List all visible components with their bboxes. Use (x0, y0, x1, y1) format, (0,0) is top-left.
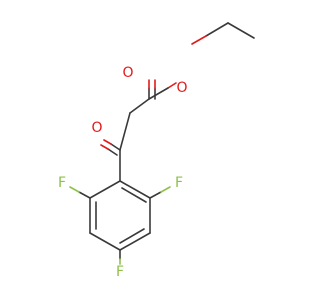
atom-o-carbonyl-ester: O (122, 65, 133, 81)
atom-o-ketone: O (91, 120, 102, 136)
bond-ring-6 (89, 180, 121, 199)
atom-f-bottom: F (116, 264, 124, 280)
atom-o-ester: O (176, 80, 187, 96)
bond-ring-1 (119, 180, 151, 199)
bond-ketone-co-a-o (103, 139, 112, 145)
bond-ch2-oester-c (205, 22, 229, 37)
atom-f-right: F (175, 175, 183, 191)
bond-ch3-ch2 (227, 22, 255, 39)
bond-esterc-ch2 (129, 98, 150, 114)
bond-ring-3 (119, 232, 151, 251)
bond-cf-left-f (69, 186, 80, 193)
bond-ketone-co-b-o (100, 144, 109, 150)
bond-ring-3-inner (119, 228, 145, 244)
bond-ch2-oester-o (191, 35, 207, 45)
bond-oester-c-o (167, 82, 177, 89)
bond-ketone-co-a-c (110, 143, 121, 151)
bond-ch2-ketonec (119, 112, 131, 151)
molecule-structure: O O O F F F (58, 22, 255, 280)
bond-cf-left-c (78, 191, 91, 199)
bond-cf-right-f (160, 186, 171, 193)
bond-cf-right-c (149, 191, 162, 199)
bond-ketone-co-b-c (107, 148, 118, 156)
bond-ring-4 (89, 232, 121, 251)
bond-oester-c (148, 87, 169, 100)
bond-ring-1-inner (121, 187, 147, 203)
atom-f-left: F (58, 175, 66, 191)
